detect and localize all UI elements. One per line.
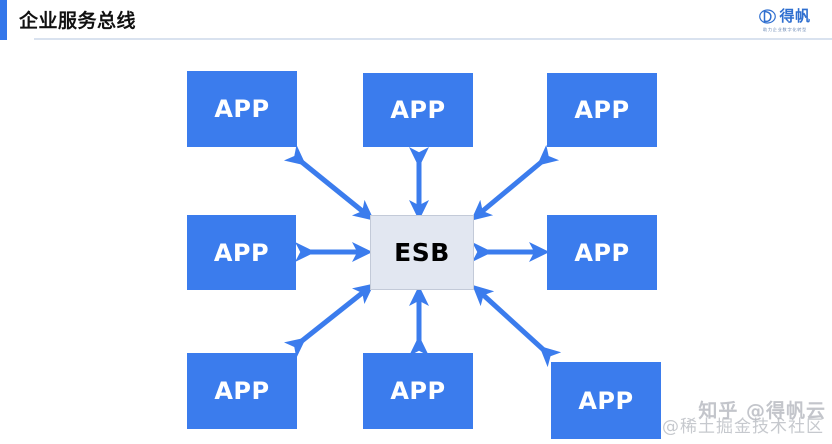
logo-wordmark: 得帆 <box>779 7 811 25</box>
app-node-bottom-right[interactable]: APP <box>551 362 661 439</box>
app-node-label: APP <box>574 96 630 124</box>
app-node-label: APP <box>390 96 446 124</box>
header-divider <box>34 38 832 40</box>
esb-hub-node[interactable]: ESB <box>370 215 474 290</box>
brand-logo: 得帆 助力企业数字化转型 <box>744 7 826 34</box>
app-node-top-left[interactable]: APP <box>187 71 297 147</box>
app-node-label: APP <box>574 238 630 267</box>
connector-bottom-left <box>283 283 375 359</box>
stylized-d-logo-icon <box>759 8 777 25</box>
app-node-top-center[interactable]: APP <box>363 73 473 147</box>
app-node-bottom-left[interactable]: APP <box>187 353 297 429</box>
app-node-middle-left[interactable]: APP <box>187 215 296 290</box>
esb-diagram: ESB APP APP APP APP APP APP APP APP <box>0 40 832 444</box>
connector-bottom-right <box>472 284 562 368</box>
app-node-top-right[interactable]: APP <box>547 73 657 147</box>
esb-hub-label: ESB <box>394 238 450 267</box>
app-node-middle-right[interactable]: APP <box>547 215 657 290</box>
connector-arrows <box>283 144 562 368</box>
logo-subtitle: 助力企业数字化转型 <box>763 27 807 32</box>
app-node-bottom-center[interactable]: APP <box>363 353 473 429</box>
app-node-label: APP <box>390 377 446 405</box>
page-title: 企业服务总线 <box>19 10 137 32</box>
app-node-label: APP <box>214 377 270 405</box>
header-accent-bar <box>0 0 7 40</box>
app-node-label: APP <box>213 238 270 267</box>
logo-row: 得帆 <box>759 8 810 25</box>
connector-top-left <box>283 144 375 221</box>
slide-header: 企业服务总线 得帆 助力企业数字化转型 <box>0 0 832 40</box>
app-node-label: APP <box>578 386 634 415</box>
app-node-label: APP <box>214 95 270 123</box>
connector-top-right <box>470 144 560 221</box>
